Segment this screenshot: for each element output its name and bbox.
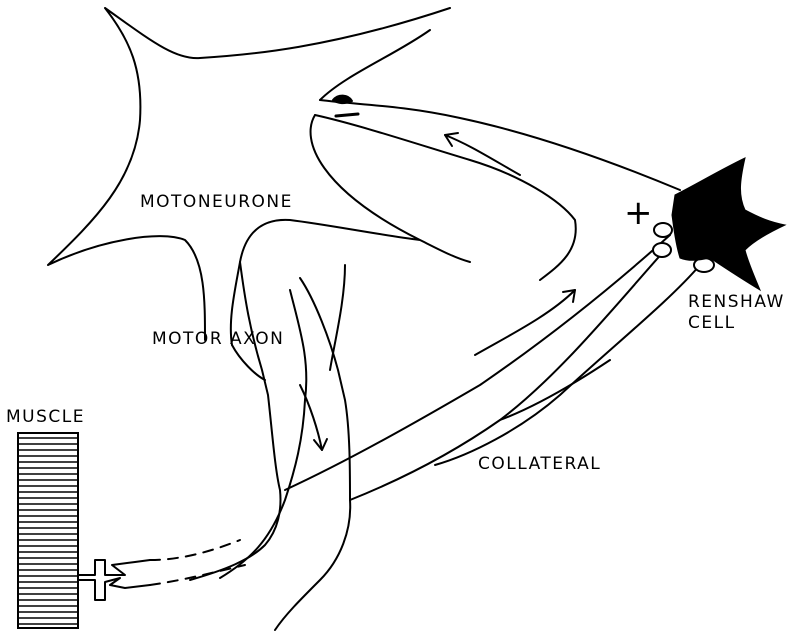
collateral-fibre-4 [500, 360, 610, 420]
renshaw-label-line1: RENSHAW [688, 292, 785, 313]
arrow-along-collateral [475, 290, 575, 355]
renshaw-bouton-2 [653, 243, 671, 257]
renshaw-bouton-1 [654, 223, 672, 237]
inhibitory-synapse [333, 96, 352, 104]
motor-axon-right-outer [330, 265, 345, 370]
motor-axon-right [275, 278, 350, 630]
motor-axon-label: MOTOR AXON [152, 329, 284, 349]
renshaw-cell [672, 158, 785, 290]
renshaw-label-line2: CELL [688, 313, 785, 334]
motoneurone-soma [48, 8, 470, 345]
inhibitory-sign [336, 114, 358, 116]
recurrent-axon-upper [320, 100, 680, 190]
muscle-label: MUSCLE [6, 407, 85, 427]
muscle-block [18, 433, 78, 628]
recurrent-axon-lower [315, 115, 576, 280]
collateral-fibre-3 [435, 265, 700, 465]
collateral-label: COLLATERAL [478, 454, 601, 474]
motoneurone-label: MOTONEURONE [140, 192, 293, 212]
excitatory-sign: + [624, 196, 653, 230]
motor-endplate [78, 560, 150, 600]
collateral-upper [285, 235, 670, 490]
renshaw-cell-label: RENSHAW CELL [688, 292, 785, 334]
axon-dashed-lower [150, 565, 245, 585]
axon-dashed-upper [150, 540, 240, 560]
